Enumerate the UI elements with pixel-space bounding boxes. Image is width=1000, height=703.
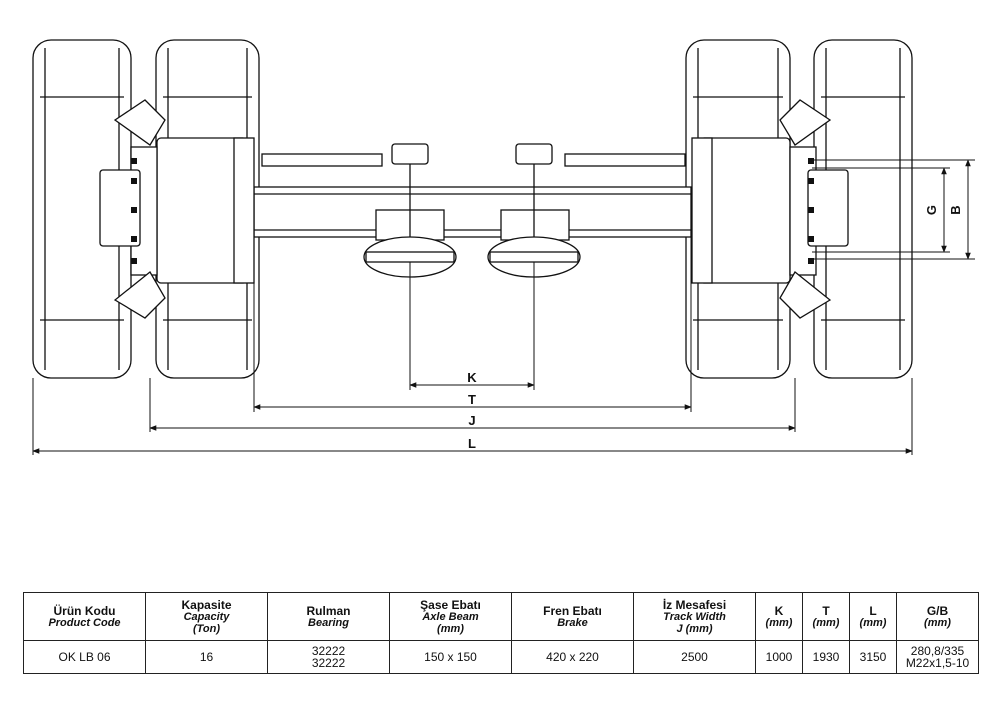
dim-label-j: J (468, 413, 475, 428)
header-l: L (mm) (849, 592, 897, 641)
right-wheel-brackets (779, 99, 832, 319)
cell-t: 1930 (802, 640, 850, 674)
cell-product-code: OK LB 06 (23, 640, 146, 674)
cell-capacity: 16 (145, 640, 268, 674)
dim-label-l: L (468, 436, 476, 451)
table-row: OK LB 06 16 32222 32222 150 x 150 420 x … (23, 640, 979, 674)
header-bearing: Rulman Bearing (267, 592, 390, 641)
dim-label-b: B (948, 205, 963, 214)
spec-table: Ürün Kodu Product Code Kapasite Capacity… (23, 592, 979, 674)
header-k: K (mm) (755, 592, 803, 641)
right-brake-chamber (487, 143, 581, 278)
cell-gb: 280,8/335 M22x1,5-10 (896, 640, 979, 674)
cell-k: 1000 (755, 640, 803, 674)
table-header-row: Ürün Kodu Product Code Kapasite Capacity… (23, 592, 979, 641)
axle-beam (253, 186, 692, 238)
header-t: T (mm) (802, 592, 850, 641)
dim-label-t: T (468, 392, 476, 407)
header-product-code: Ürün Kodu Product Code (23, 592, 146, 641)
header-capacity: Kapasite Capacity (Ton) (145, 592, 268, 641)
camshaft-tubes (261, 153, 686, 167)
dim-label-g: G (924, 205, 939, 215)
cell-axle-beam: 150 x 150 (389, 640, 512, 674)
left-wheel-brackets (113, 99, 166, 319)
wheel-studs (131, 158, 814, 264)
cell-brake: 420 x 220 (511, 640, 634, 674)
header-axle-beam: Şase Ebatı Axle Beam (mm) (389, 592, 512, 641)
header-track-width: İz Mesafesi Track Width J (mm) (633, 592, 756, 641)
header-brake: Fren Ebatı Brake (511, 592, 634, 641)
axle-technical-drawing: K T J L G B (32, 39, 975, 455)
header-gb: G/B (mm) (896, 592, 979, 641)
dim-label-k: K (467, 370, 477, 385)
cell-bearing: 32222 32222 (267, 640, 390, 674)
cell-track-width: 2500 (633, 640, 756, 674)
cell-l: 3150 (849, 640, 897, 674)
